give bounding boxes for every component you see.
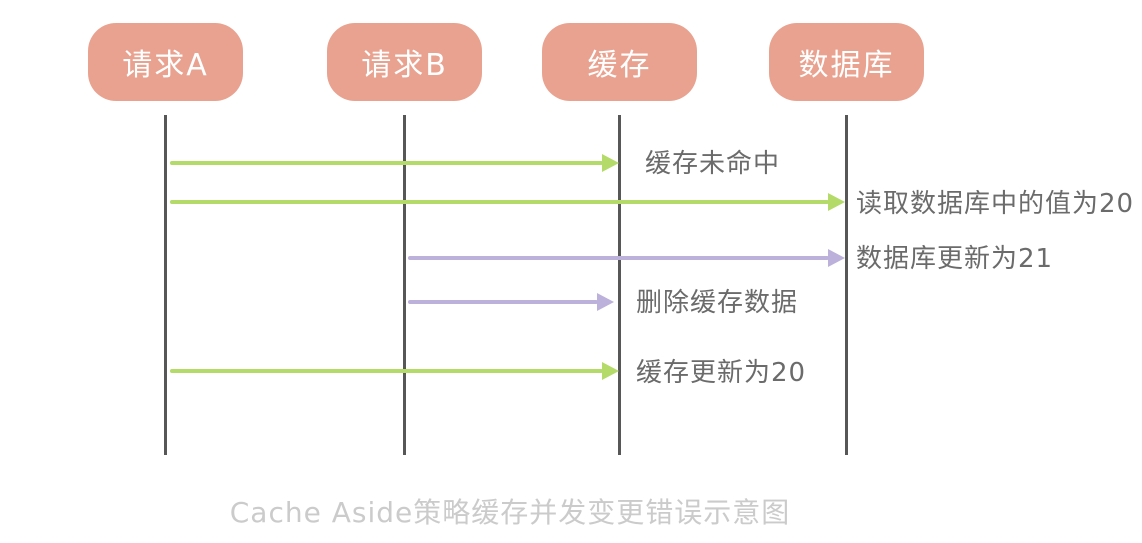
message-label-cache-update-20: 缓存更新为20 [636,358,807,388]
actor-cache-label: 缓存 [587,48,652,83]
lifeline-request-b [403,115,406,455]
lifeline-request-a [164,115,167,455]
arrow-cache-update-20 [170,369,603,373]
arrow-db-update-21 [408,256,829,260]
message-label-delete-cache: 删除缓存数据 [636,288,799,318]
actor-request-a-label: 请求A [122,48,209,83]
arrowhead-icon [597,293,614,311]
arrowhead-icon [828,249,845,267]
actor-request-a: 请求A [88,23,243,101]
lifeline-cache [618,115,621,455]
arrow-cache-miss [170,161,603,165]
message-label-read-db-value: 读取数据库中的值为20 [856,189,1135,219]
actor-database: 数据库 [769,23,924,101]
arrowhead-icon [602,362,619,380]
diagram-caption: Cache Aside策略缓存并发变更错误示意图 [229,496,791,529]
actor-cache: 缓存 [542,23,697,101]
arrow-delete-cache [408,300,598,304]
arrowhead-icon [828,193,845,211]
lifeline-database [845,115,848,455]
actor-request-b-label: 请求B [361,48,448,83]
actor-request-b: 请求B [327,23,482,101]
arrowhead-icon [602,154,619,172]
arrow-read-db-value [170,200,829,204]
actor-database-label: 数据库 [798,48,895,83]
message-label-db-update-21: 数据库更新为21 [856,244,1054,274]
message-label-cache-miss: 缓存未命中 [645,149,781,179]
